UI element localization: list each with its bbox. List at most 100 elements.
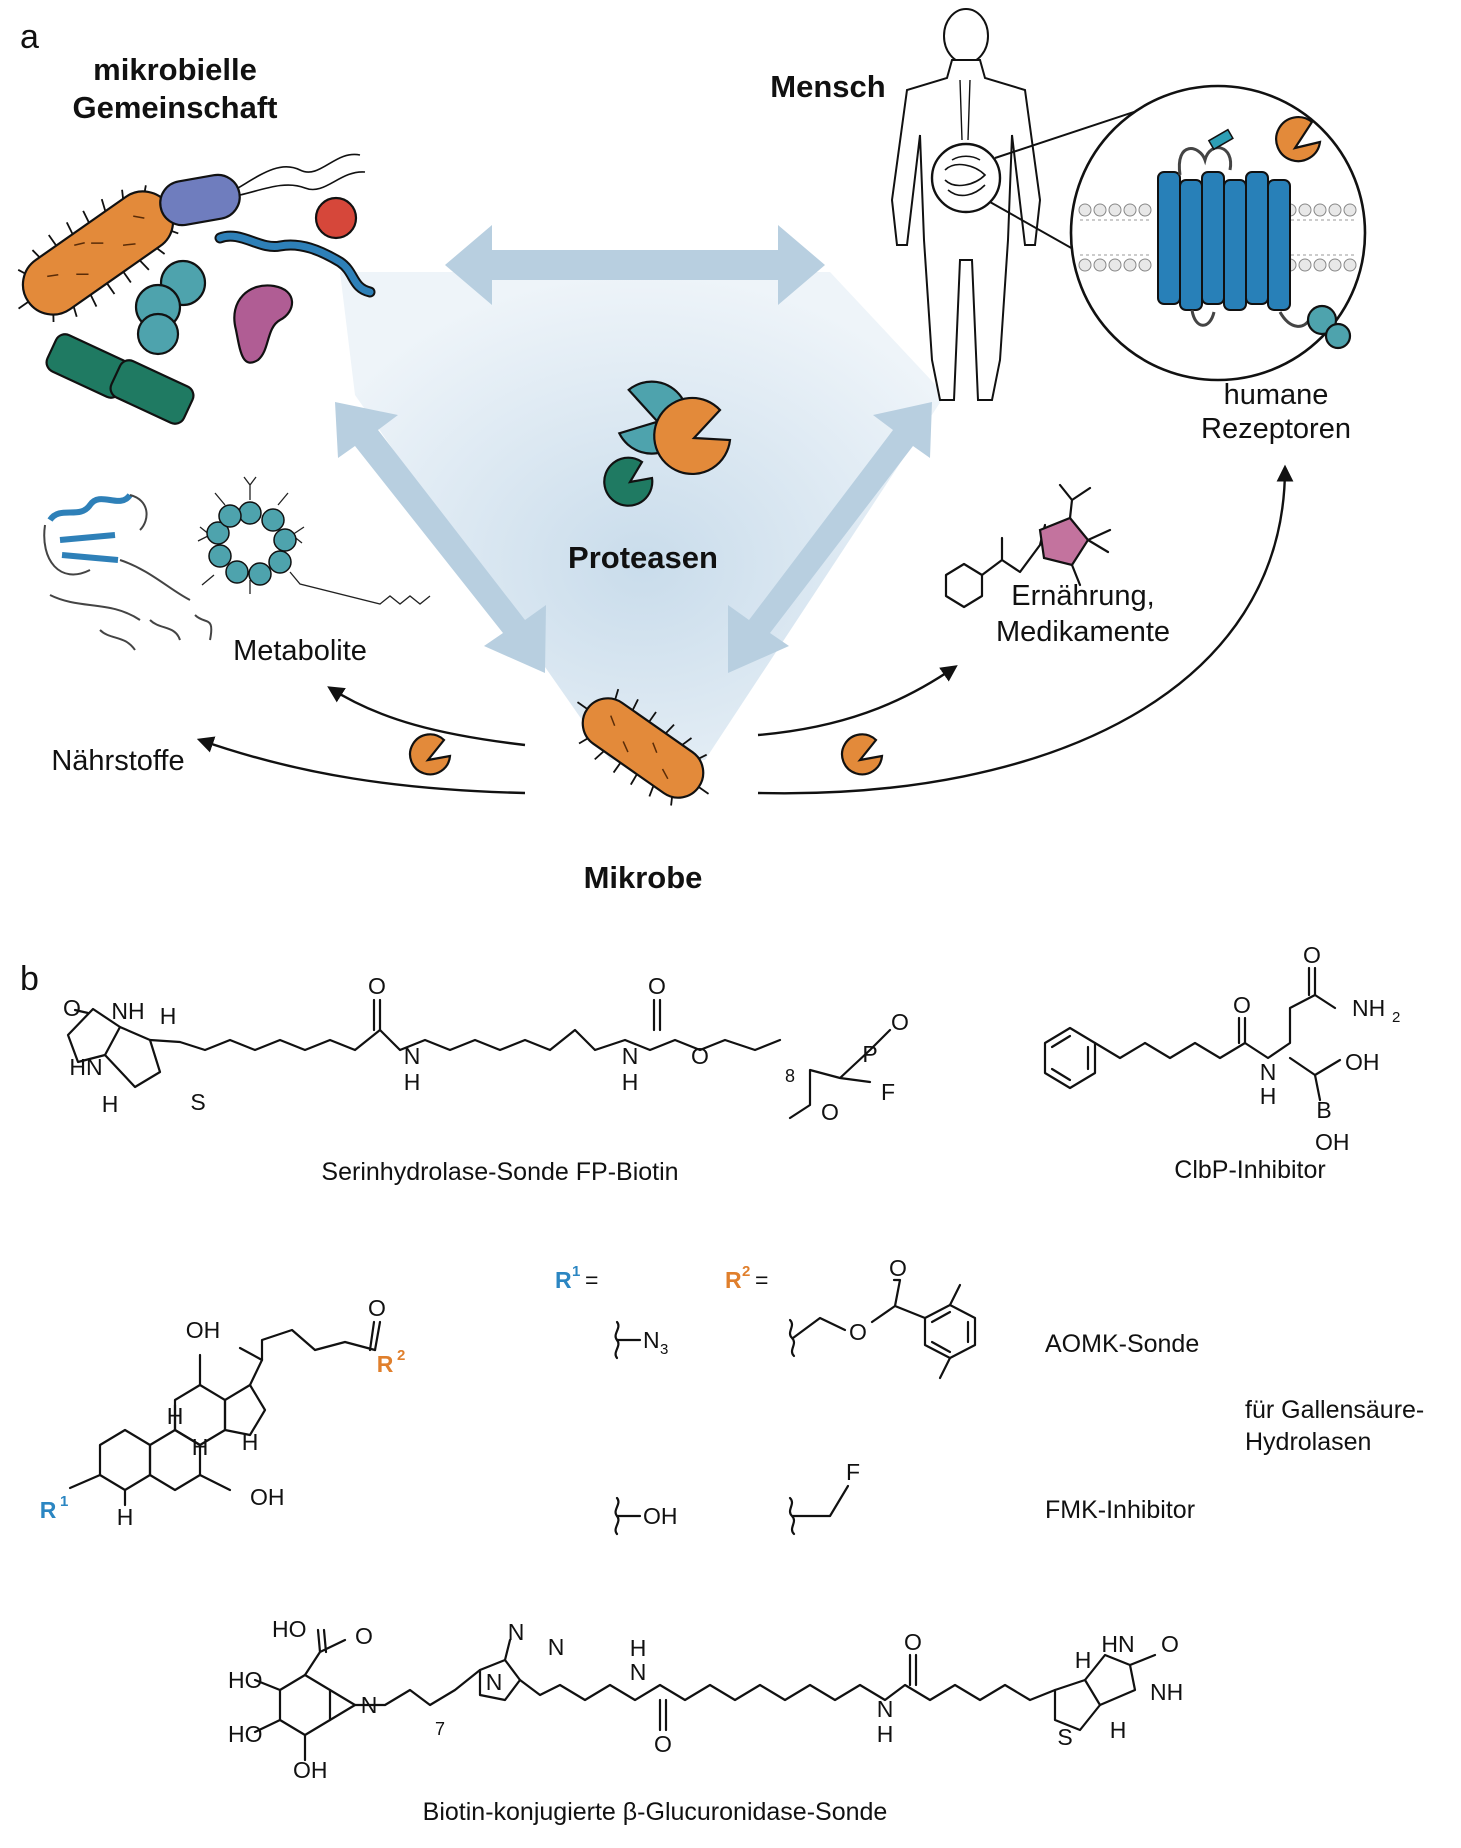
fp-atom-h2: H (102, 1091, 119, 1117)
clbp-atom-n: N (1260, 1059, 1277, 1085)
interaction-triangle-glow (340, 272, 945, 760)
aomk-label: AOMK-Sonde (1045, 1330, 1199, 1358)
protease-orange-small-right-icon (841, 733, 884, 776)
community-label-line2: Gemeinschaft (72, 90, 277, 125)
steroid-h1: H (167, 1403, 184, 1429)
arrow-to-receptor (757, 464, 1294, 795)
double-arrow-left (335, 402, 546, 673)
arrow-to-metabolite (327, 686, 526, 747)
gluc-atom-tn1: N (486, 1669, 503, 1695)
steroid-h3: H (242, 1429, 259, 1455)
kidney-bacterium-magenta-icon (233, 284, 294, 364)
microbe-icon (576, 688, 710, 806)
clbp-atom-o1: O (1233, 992, 1251, 1018)
steroid-h4: H (117, 1504, 134, 1530)
gluc-atom-oh1: OH (293, 1757, 328, 1783)
bile-acid-structure: OH OH O H H H H R 1 R 2 (40, 1295, 406, 1530)
gluc-atom-nh1: N (630, 1659, 647, 1685)
substituent-definitions: R 1 = R 2 = N 3 O O AOMK-Sonde für Galle… (555, 1255, 1424, 1536)
steroid-oh-top: OH (186, 1317, 221, 1343)
fp-atom-n8: 8 (785, 1066, 795, 1086)
steroid-r2: R (377, 1351, 394, 1377)
gluc-atom-n7: 7 (435, 1719, 445, 1739)
microbial-community (17, 153, 376, 425)
gluc-atom-tn2: N (508, 1619, 525, 1645)
protease-group (603, 380, 732, 507)
r1-def-eq: = (585, 1267, 598, 1293)
gluc-atom-ho1: HO (272, 1616, 307, 1642)
glucuronidase-caption-prefix: Biotin-konjugierte (423, 1798, 623, 1826)
membrane-bilayer (1078, 203, 1357, 272)
steroid-oh-bottom: OH (250, 1484, 285, 1510)
r1-def-sup: 1 (572, 1263, 580, 1280)
receptor-label-line2: Rezeptoren (1201, 413, 1351, 445)
steroid-o: O (368, 1295, 386, 1321)
fp-atom-p: P (862, 1041, 877, 1067)
teal-cluster-icon (1306, 304, 1352, 350)
azide-n: N (643, 1327, 660, 1353)
metabolite-macrocycle-icon (197, 476, 431, 605)
double-arrow-top (445, 225, 825, 305)
steroid-h2: H (192, 1434, 209, 1460)
clbp-atom-b: B (1316, 1097, 1331, 1123)
protease-orange-receptor-icon (1275, 116, 1322, 163)
clbp-caption: ClbP-Inhibitor (1174, 1156, 1325, 1184)
fmk-f: F (846, 1459, 860, 1485)
diet-label-line1: Ernährung, (1011, 580, 1155, 612)
oh-substituent: OH (643, 1503, 678, 1529)
double-arrow-right (728, 402, 932, 673)
fp-atom-o1: O (63, 995, 81, 1021)
ligand-peptide-icon (1207, 128, 1234, 151)
target-label-line1: für Gallensäure- (1245, 1396, 1424, 1424)
metabolite-label: Metabolite (233, 635, 367, 667)
glucuronidase-probe-structure: HO O HO HO OH N 7 N N N N H O N H O H HN… (228, 1616, 1183, 1826)
gluc-atom-ho3: HO (228, 1721, 263, 1747)
glucuronidase-caption-suffix: -Glucuronidase-Sonde (637, 1798, 887, 1826)
panel-b-label: b (20, 960, 39, 998)
interaction-arrows (335, 225, 932, 673)
arrow-to-diet (757, 665, 958, 737)
fp-biotin-structure: O NH H HN H S O N H N H O O 8 P O F O Se… (63, 973, 909, 1186)
fp-atom-o3: O (648, 973, 666, 999)
fp-atom-nh2: N (404, 1043, 421, 1069)
diet-label-line2: Medikamente (996, 616, 1170, 648)
clbp-inhibitor-structure: O N H O NH 2 B OH OH ClbP-Inhibitor (1043, 942, 1400, 1184)
clbp-atom-oh1: OH (1345, 1049, 1380, 1075)
fp-atom-f: F (881, 1079, 895, 1105)
gluc-atom-h3: H (1075, 1647, 1092, 1673)
fp-atom-nh3: N (622, 1043, 639, 1069)
azide-sub: 3 (660, 1341, 668, 1358)
gluc-atom-tn3: N (548, 1634, 565, 1660)
clbp-atom-oh2: OH (1315, 1129, 1350, 1155)
gluc-atom-h1: H (630, 1635, 647, 1661)
gluc-atom-o4: O (1161, 1631, 1179, 1657)
human-body-icon (890, 8, 1042, 401)
gluc-atom-h2: H (877, 1721, 894, 1747)
receptor-helices-icon (1157, 171, 1291, 311)
receptor-zoom-circle (1069, 84, 1367, 382)
fp-biotin-caption: Serinhydrolase-Sonde FP-Biotin (321, 1158, 678, 1186)
rod-bacterium-blue-icon (159, 173, 241, 227)
fp-atom-o2: O (368, 973, 386, 999)
coccus-red-icon (314, 196, 358, 240)
rod-bacterium-green-icon (45, 333, 195, 425)
receptor-label-line1: humane (1224, 379, 1329, 411)
microbe-label: Mikrobe (584, 860, 703, 895)
gluc-atom-hn: HN (1101, 1631, 1134, 1657)
arrow-to-nutrient (196, 736, 526, 795)
r2-def-sup: 2 (742, 1263, 750, 1280)
flagella-icon (237, 153, 366, 196)
steroid-r1: R (40, 1497, 57, 1523)
clbp-atom-nh2: NH (1352, 995, 1385, 1021)
gluc-atom-h4: H (1110, 1717, 1127, 1743)
protease-label: Proteasen (568, 540, 718, 575)
protein-fragment-icon (43, 492, 213, 651)
gluc-atom-s: S (1057, 1724, 1072, 1750)
aomk-atom-o2: O (889, 1255, 907, 1281)
protease-green-icon (603, 456, 654, 507)
clbp-atom-nh2-sub: 2 (1392, 1009, 1400, 1026)
r2-def-label: R (725, 1267, 742, 1293)
fp-atom-h1: H (160, 1003, 177, 1029)
gluc-atom-o3: O (904, 1629, 922, 1655)
